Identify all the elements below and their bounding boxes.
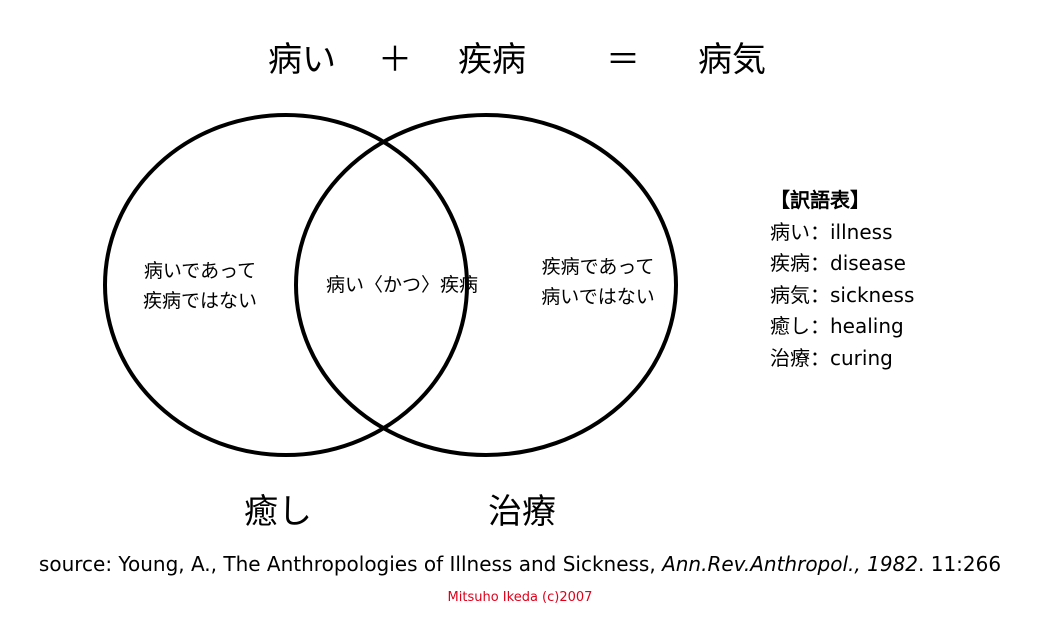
left-region-line2: 疾病ではない <box>142 290 257 312</box>
left-region-label: 病いであって 疾病ではない <box>130 256 270 316</box>
term-illness-title: 病い <box>268 40 336 80</box>
healing-label: 癒し <box>244 492 312 532</box>
glossary-sep: ： <box>810 251 830 275</box>
term-disease-title: 疾病 <box>458 40 526 80</box>
glossary-ja: 病気 <box>770 282 810 307</box>
glossary-en: curing <box>830 345 893 370</box>
glossary-ja: 治療 <box>770 345 810 370</box>
copyright-credit: Mitsuho Ikeda (c)2007 <box>447 590 593 605</box>
equals-sign: ＝ <box>606 40 640 80</box>
glossary-sep: ： <box>810 219 830 244</box>
glossary-row: 病い：illness <box>770 217 914 249</box>
right-region-label: 疾病であって 病いではない <box>528 252 668 312</box>
glossary: 【訳語表】 病い：illness 疾病：disease 病気：sickness … <box>770 185 914 374</box>
illness-circle <box>103 113 469 457</box>
source-prefix: source: Young, A., The Anthropologies of… <box>38 552 663 576</box>
source-journal: Ann.Rev.Anthropol., 1982 <box>662 552 919 576</box>
glossary-ja: 病い <box>770 219 810 244</box>
source-citation: source: Young, A., The Anthropologies of… <box>0 550 1040 578</box>
left-region-line1: 病いであって <box>143 260 257 282</box>
glossary-en: sickness <box>830 282 915 307</box>
plus-sign: ＋ <box>378 40 412 80</box>
glossary-en: illness <box>830 219 893 244</box>
right-region-line2: 病いではない <box>541 286 655 308</box>
source-suffix: . 11:266 <box>918 552 1002 576</box>
glossary-row: 病気：sickness <box>770 280 914 312</box>
glossary-en: healing <box>830 314 904 338</box>
glossary-row: 治療：curing <box>770 343 914 375</box>
disease-circle <box>294 113 678 457</box>
curing-label: 治療 <box>488 492 556 532</box>
glossary-row: 疾病：disease <box>770 248 914 280</box>
glossary-row: 癒し：healing <box>770 311 914 343</box>
glossary-title: 【訳語表】 <box>770 188 870 212</box>
glossary-en: disease <box>830 251 906 275</box>
intersection-label: 病い〈かつ〉疾病 <box>325 274 478 296</box>
right-region-line1: 疾病であって <box>541 256 655 278</box>
glossary-sep: ： <box>810 282 830 307</box>
glossary-ja: 疾病 <box>770 251 810 275</box>
term-sickness-title: 病気 <box>698 40 766 80</box>
glossary-sep: ： <box>810 314 830 338</box>
glossary-sep: ： <box>810 345 830 370</box>
glossary-ja: 癒し <box>770 314 810 338</box>
